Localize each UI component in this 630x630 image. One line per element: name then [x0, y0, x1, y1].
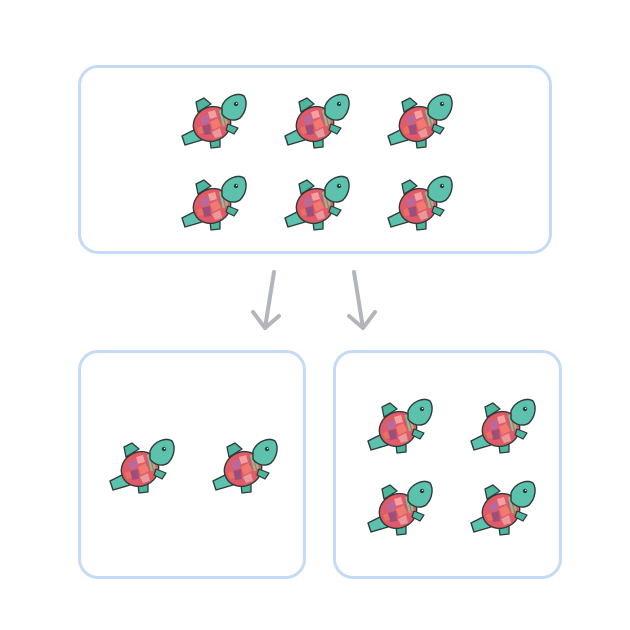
fish-icon [180, 88, 250, 154]
fish-icon [469, 475, 539, 541]
fish-icon [283, 88, 353, 154]
arrow-to-part-a [251, 270, 281, 330]
fish-icon [283, 170, 353, 236]
part-b-group-box [333, 350, 562, 579]
fish-icon [469, 393, 539, 459]
arrow-to-part-b [347, 270, 377, 330]
fish-icon [386, 170, 456, 236]
fish-icon [366, 475, 436, 541]
fish-icon [211, 433, 281, 499]
fish-icon [108, 433, 178, 499]
fish-icon [386, 88, 456, 154]
fish-icon [180, 170, 250, 236]
fish-icon [366, 393, 436, 459]
